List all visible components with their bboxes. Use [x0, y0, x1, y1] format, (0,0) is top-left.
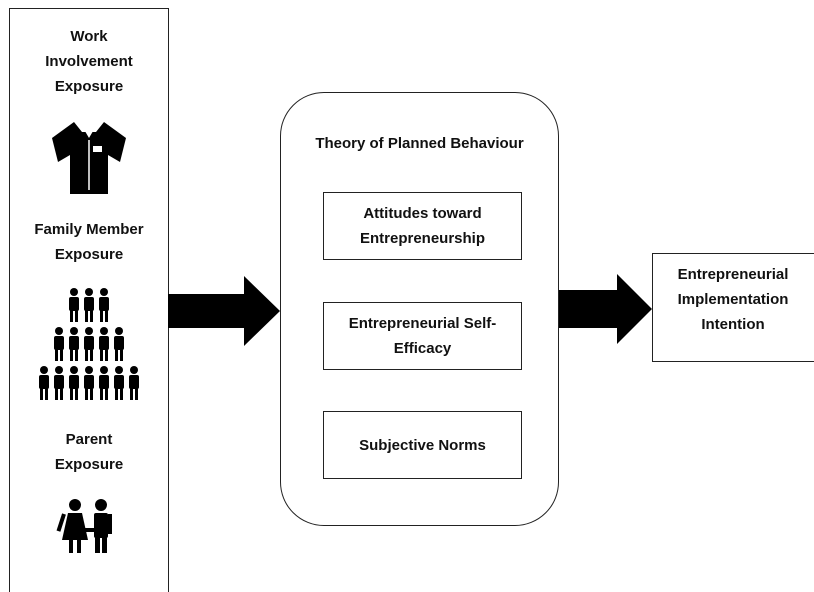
- person-figure: [54, 366, 64, 400]
- person-figure: [99, 366, 109, 400]
- couple-icon: [56, 499, 112, 553]
- family-member-label: Family Member Exposure: [34, 221, 144, 263]
- person-figure: [84, 327, 94, 361]
- shirt-icon: [52, 122, 126, 194]
- person-figure: [84, 366, 94, 400]
- person-figure: [69, 366, 79, 400]
- person-figure: [99, 327, 109, 361]
- parent-exposure-label: Parent Exposure: [54, 431, 124, 473]
- tpb-component-label: Subjective Norms: [359, 436, 486, 454]
- person-figure: [129, 366, 139, 400]
- person-figure: [114, 327, 124, 361]
- person-figure: [54, 327, 64, 361]
- tpb-component-self-efficacy: Entrepreneurial Self- Efficacy: [323, 302, 522, 370]
- tpb-component-label: Entrepreneurial Self- Efficacy: [348, 315, 497, 357]
- work-involvement-label: Work Involvement Exposure: [45, 28, 133, 95]
- tpb-component-attitudes: Attitudes toward Entrepreneurship: [323, 192, 522, 260]
- person-figure: [99, 288, 109, 322]
- person-figure: [84, 288, 94, 322]
- intention-box: [652, 253, 814, 362]
- tpb-component-subjective-norms: Subjective Norms: [323, 411, 522, 479]
- person-figure: [114, 366, 124, 400]
- people-group-icon: [39, 288, 139, 400]
- tpb-component-label: Attitudes toward Entrepreneurship: [359, 205, 486, 247]
- person-figure: [69, 327, 79, 361]
- arrow-tpb-to-intention: [559, 274, 652, 344]
- intention-label: Entrepreneurial Implementation Intention: [677, 266, 789, 333]
- person-figure: [39, 366, 49, 400]
- person-figure: [69, 288, 79, 322]
- tpb-title: Theory of Planned Behaviour: [315, 135, 524, 152]
- arrow-exposure-to-tpb: [168, 276, 280, 346]
